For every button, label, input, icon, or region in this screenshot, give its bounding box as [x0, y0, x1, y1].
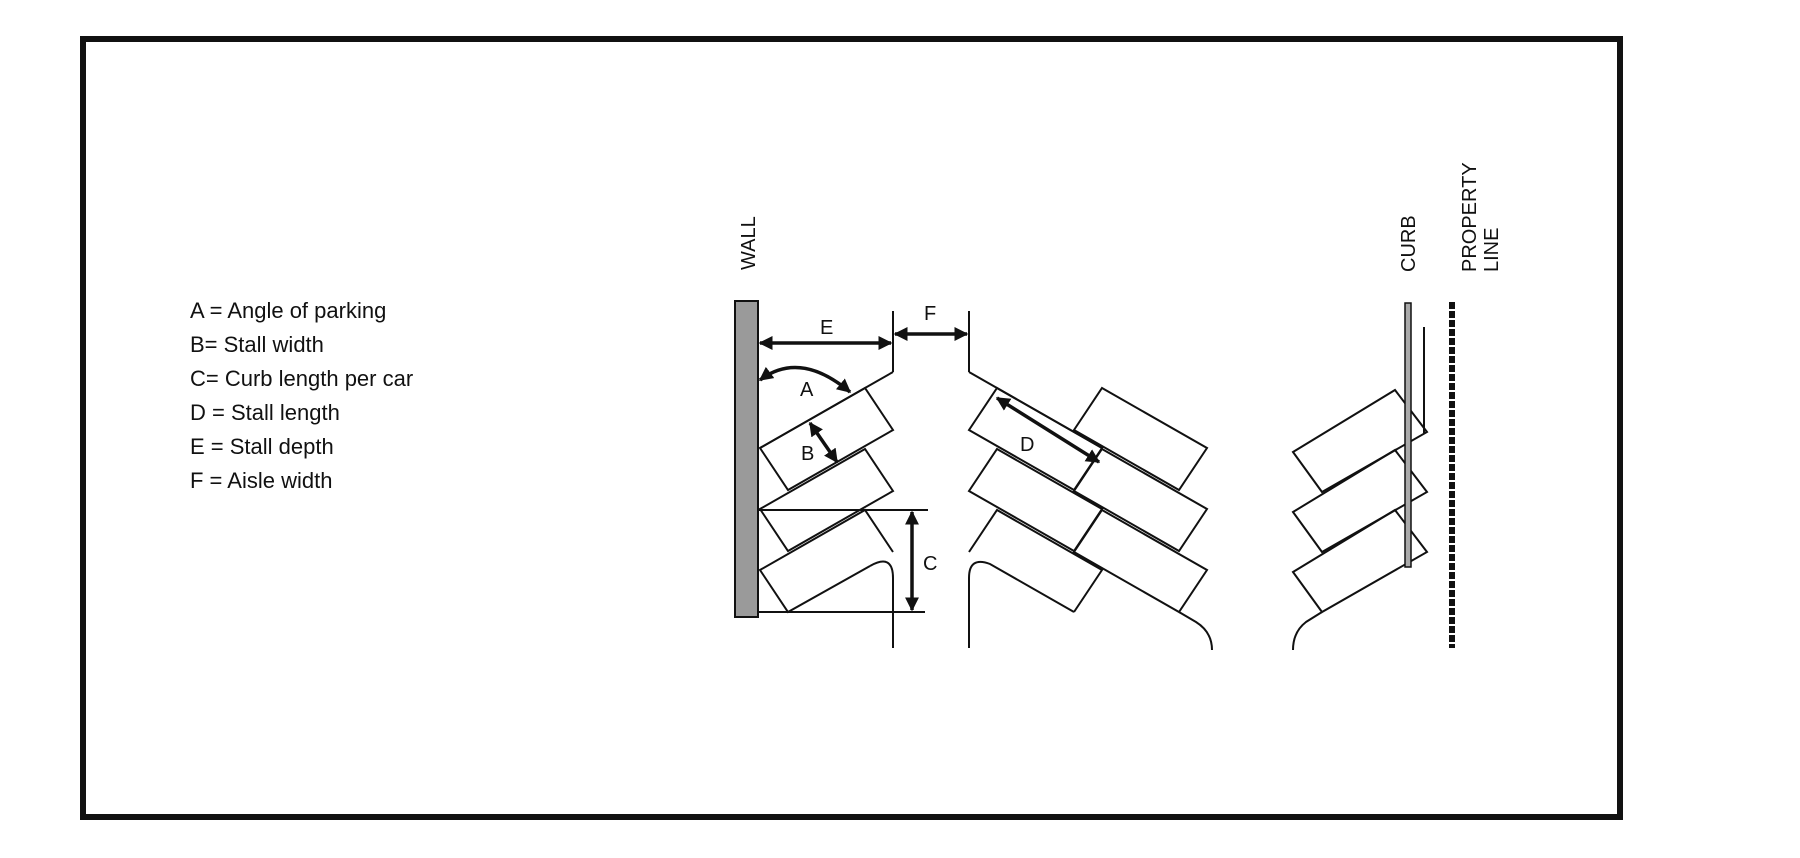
stall-left-1 [758, 386, 895, 492]
island-left [869, 560, 894, 648]
curb [1404, 302, 1412, 568]
stall-left-3 [758, 508, 894, 614]
stall-left-2 [758, 447, 895, 553]
legend-item-f: F = Aisle width [190, 468, 333, 493]
island-center-left [968, 560, 1075, 648]
legend-item-a: A = Angle of parking [190, 298, 387, 323]
stall-right-back-2 [1072, 447, 1209, 553]
stall-far-right-2 [1291, 448, 1429, 554]
label-f: F [924, 303, 936, 325]
property-line-label-2: LINE [1481, 228, 1503, 272]
label-e: E [820, 317, 833, 339]
legend: A = Angle of parking B= Stall width C= C… [190, 294, 413, 498]
stall-right-back-1 [1072, 386, 1209, 492]
dimension-d-arrow [995, 396, 1101, 464]
label-d: D [1020, 434, 1034, 456]
curb-label: CURB [1398, 215, 1420, 272]
stall-right-front-1 [967, 386, 1104, 492]
stall-far-right-1 [1291, 388, 1429, 494]
diagram-frame [80, 36, 1623, 820]
stall-far-right-3 [1291, 508, 1429, 614]
stall-right-back-3 [1072, 508, 1209, 614]
stall-right-front-3 [968, 508, 1104, 613]
label-c: C [923, 553, 937, 575]
wall [734, 300, 759, 618]
label-a: A [800, 379, 814, 401]
label-b: B [801, 443, 814, 465]
legend-item-e: E = Stall depth [190, 434, 334, 459]
legend-item-c: C= Curb length per car [190, 366, 414, 391]
island-center-right [1178, 611, 1213, 651]
stall-right-front-2 [967, 447, 1104, 553]
angle-a-arc [758, 365, 852, 394]
property-line-label-1: PROPERTY [1459, 162, 1481, 272]
wall-label: WALL [738, 216, 760, 270]
legend-item-d: D = Stall length [190, 400, 340, 425]
dimension-b-arrow [808, 421, 839, 464]
island-far-right [1292, 611, 1323, 651]
legend-item-b: B= Stall width [190, 332, 324, 357]
